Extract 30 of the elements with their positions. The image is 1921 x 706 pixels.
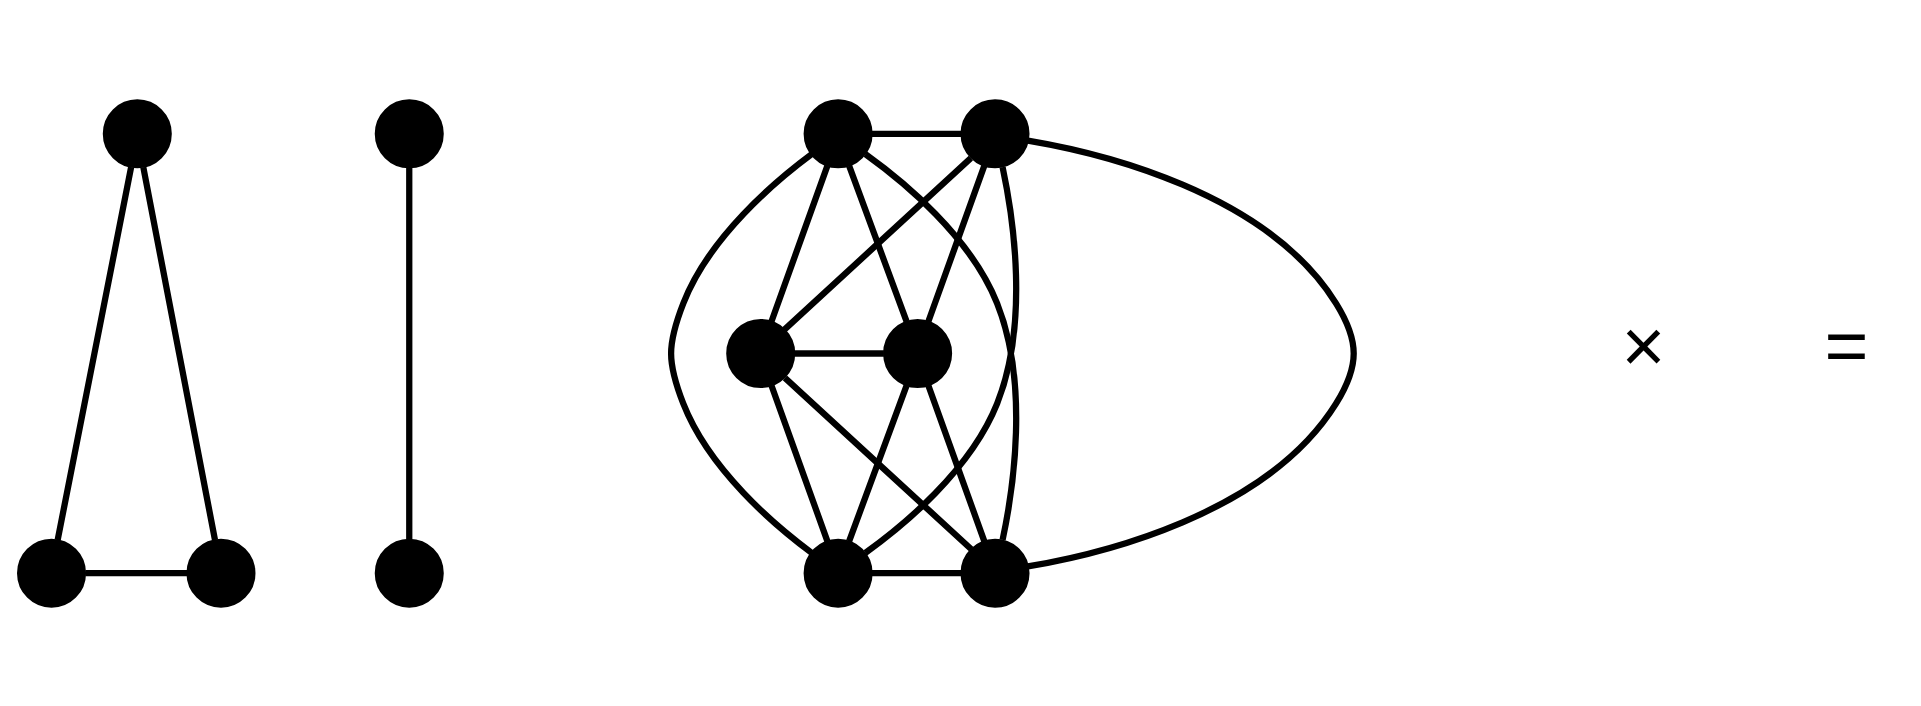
- connector: [846, 164, 910, 323]
- node-circle: [726, 318, 796, 388]
- node-circle: [102, 98, 172, 168]
- connector: [85, 569, 188, 576]
- connector: [782, 155, 973, 332]
- node-circle: [17, 538, 87, 608]
- connector: [54, 166, 135, 541]
- label: =: [1824, 303, 1869, 388]
- connector: [406, 167, 413, 540]
- connector: [768, 384, 831, 542]
- connector: [668, 151, 814, 555]
- connector: [925, 164, 988, 323]
- node-circle: [186, 538, 256, 608]
- connector: [782, 375, 974, 552]
- node-circle: [374, 98, 444, 168]
- label: ×: [1621, 303, 1666, 388]
- connector: [871, 130, 962, 137]
- node-circle: [374, 538, 444, 608]
- connector: [871, 569, 962, 576]
- node-circle: [883, 318, 953, 388]
- node-circle: [803, 98, 873, 168]
- connector: [846, 383, 910, 542]
- connector: [140, 166, 219, 541]
- connector: [1027, 136, 1357, 570]
- connector: [768, 164, 831, 323]
- node-circle: [960, 98, 1030, 168]
- connector: [925, 384, 988, 542]
- node-circle: [960, 538, 1030, 608]
- node-circle: [803, 538, 873, 608]
- connector: [794, 349, 884, 357]
